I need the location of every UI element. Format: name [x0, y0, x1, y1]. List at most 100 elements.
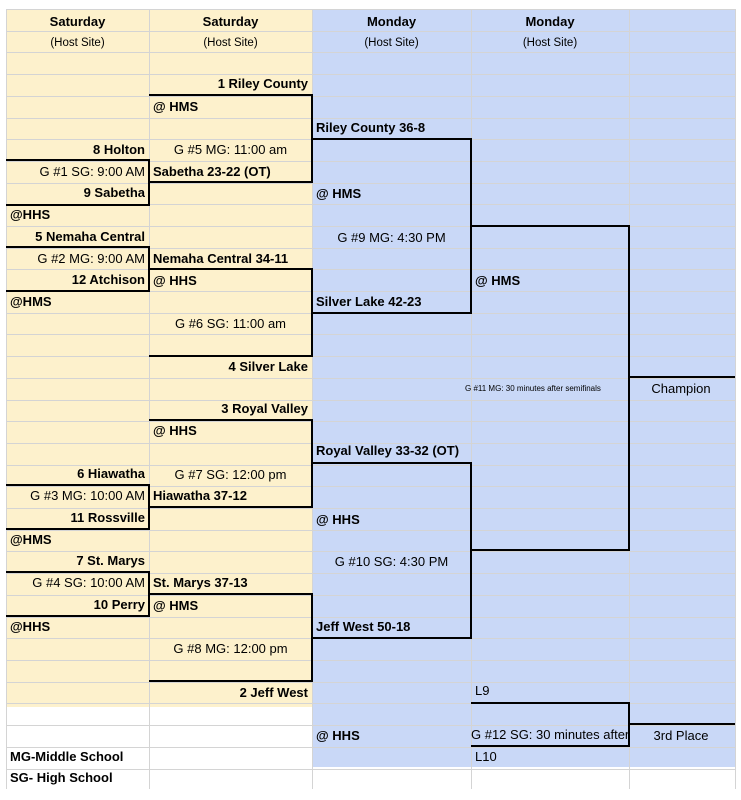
gridline-horizontal — [6, 551, 735, 552]
bracket-line-g2-top — [6, 246, 150, 248]
gridline-horizontal — [6, 269, 735, 270]
bracket-line-g4-top — [6, 571, 150, 573]
bracket-line-g3-bottom — [6, 528, 150, 530]
g10-top-result: Royal Valley 33-32 (OT) — [316, 443, 460, 458]
gridline-vertical — [735, 9, 736, 789]
g1-venue: @HHS — [10, 207, 51, 222]
bracket-line-g6-bottom — [149, 355, 313, 357]
gridline-vertical — [471, 9, 472, 789]
col4-host-site: (Host Site) — [522, 37, 578, 49]
g3-game-label: G #3 MG: 10:00 AM — [30, 488, 145, 503]
saturday-column-1-bg — [6, 9, 149, 707]
bracket-line-g3-top — [6, 484, 150, 486]
gridline-horizontal — [6, 725, 735, 726]
g12-venue: @ HHS — [316, 728, 360, 743]
monday-column-2-bg — [471, 9, 629, 767]
monday-column-1-bg — [312, 9, 471, 767]
gridline-horizontal — [6, 421, 735, 422]
saturday-column-2-bg — [149, 9, 312, 707]
champion-line — [629, 376, 735, 378]
g8-bottom-seed: 2 Jeff West — [239, 685, 308, 700]
g4-top-seed: 7 St. Marys — [76, 553, 145, 568]
legend-mg: MG-Middle School — [10, 749, 124, 764]
bracket-line-g4-bottom — [6, 615, 150, 617]
g12-game-label: G #12 SG: 30 minutes after semifinals — [471, 727, 629, 742]
gridline-horizontal — [6, 9, 735, 10]
gridline-horizontal — [6, 465, 735, 466]
champion-label: Champion — [651, 381, 711, 396]
bracket-line-g2-bottom — [6, 290, 150, 292]
bracket-line-g11-vertical — [628, 225, 630, 551]
gridline-horizontal — [6, 769, 735, 770]
gridline-horizontal — [6, 682, 735, 683]
l9-label: L9 — [475, 683, 490, 698]
g1-game-label: G #1 SG: 9:00 AM — [39, 164, 146, 179]
legend-sg: SG- High School — [10, 770, 113, 785]
bracket-line-g5-bottom — [149, 181, 313, 183]
gridline-vertical — [6, 9, 7, 789]
bracket-line-g5-top — [149, 94, 313, 96]
gridline-horizontal — [6, 660, 735, 661]
g11-venue: @ HMS — [475, 273, 521, 288]
l10-label: L10 — [475, 749, 497, 764]
g9-bottom-result: Silver Lake 42-23 — [316, 294, 422, 309]
bracket-line-g1-top — [6, 159, 150, 161]
g10-venue: @ HHS — [316, 512, 360, 527]
g8-top-result: St. Marys 37-13 — [153, 575, 248, 590]
bracket-line-g7-bottom — [149, 506, 313, 508]
g4-bottom-seed: 10 Perry — [93, 597, 145, 612]
gridline-horizontal — [6, 508, 735, 509]
g10-bottom-result: Jeff West 50-18 — [316, 619, 411, 634]
gridline-horizontal — [6, 356, 735, 357]
gridline-horizontal — [6, 334, 735, 335]
g9-top-result: Riley County 36-8 — [316, 120, 426, 135]
g5-venue: @ HMS — [153, 99, 199, 114]
bracket-line-g11-bottom — [471, 549, 630, 551]
bracket-line-g9-bottom — [312, 312, 472, 314]
third-place-label: 3rd Place — [653, 728, 709, 743]
gridline-horizontal — [6, 443, 735, 444]
bracket-line-g9-top — [312, 138, 472, 140]
g2-bottom-seed: 12 Atchison — [71, 272, 145, 287]
g8-game-label: G #8 MG: 12:00 pm — [173, 641, 288, 656]
bracket-line-g8-bottom — [149, 680, 313, 682]
gridline-horizontal — [6, 204, 735, 205]
gridline-horizontal — [6, 486, 735, 487]
g7-venue: @ HHS — [153, 423, 197, 438]
g10-game-label: G #10 SG: 4:30 PM — [334, 554, 449, 569]
gridline-horizontal — [6, 96, 735, 97]
gridline-vertical — [312, 9, 313, 789]
gridline-horizontal — [6, 703, 735, 704]
g2-venue: @HMS — [10, 294, 52, 309]
gridline-horizontal — [6, 573, 735, 574]
gridline-horizontal — [6, 183, 735, 184]
g7-result: Hiawatha 37-12 — [153, 488, 247, 503]
bracket-line-g6-top — [149, 268, 313, 270]
g6-bottom-seed: 4 Silver Lake — [228, 359, 309, 374]
gridline-horizontal — [6, 747, 735, 748]
col1-day-header: Saturday — [49, 14, 106, 29]
results-column-bg — [629, 9, 735, 767]
gridline-horizontal — [6, 226, 735, 227]
g7-game-label: G #7 SG: 12:00 pm — [174, 467, 287, 482]
gridline-horizontal — [6, 617, 735, 618]
g6-top-result: Nemaha Central 34-11 — [153, 251, 289, 266]
bracket-line-g12-bottom — [471, 745, 630, 747]
g8-venue: @ HMS — [153, 598, 199, 613]
g4-game-label: G #4 SG: 10:00 AM — [32, 575, 145, 590]
g2-top-seed: 5 Nemaha Central — [35, 229, 145, 244]
bracket-line-g1-bottom — [6, 204, 150, 206]
gridline-vertical — [149, 9, 150, 789]
gridline-horizontal — [6, 31, 735, 32]
bracket-line-g11-top — [471, 225, 630, 227]
bracket-line-g8-top — [149, 593, 313, 595]
g5-result: Sabetha 23-22 (OT) — [153, 164, 271, 179]
bracket-line-g10-top — [312, 462, 472, 464]
g9-venue: @ HMS — [316, 186, 362, 201]
g5-game-label: G #5 MG: 11:00 am — [173, 142, 288, 157]
gridline-horizontal — [6, 378, 735, 379]
gridline-horizontal — [6, 52, 735, 53]
gridline-horizontal — [6, 595, 735, 596]
g4-venue: @HHS — [10, 619, 51, 634]
